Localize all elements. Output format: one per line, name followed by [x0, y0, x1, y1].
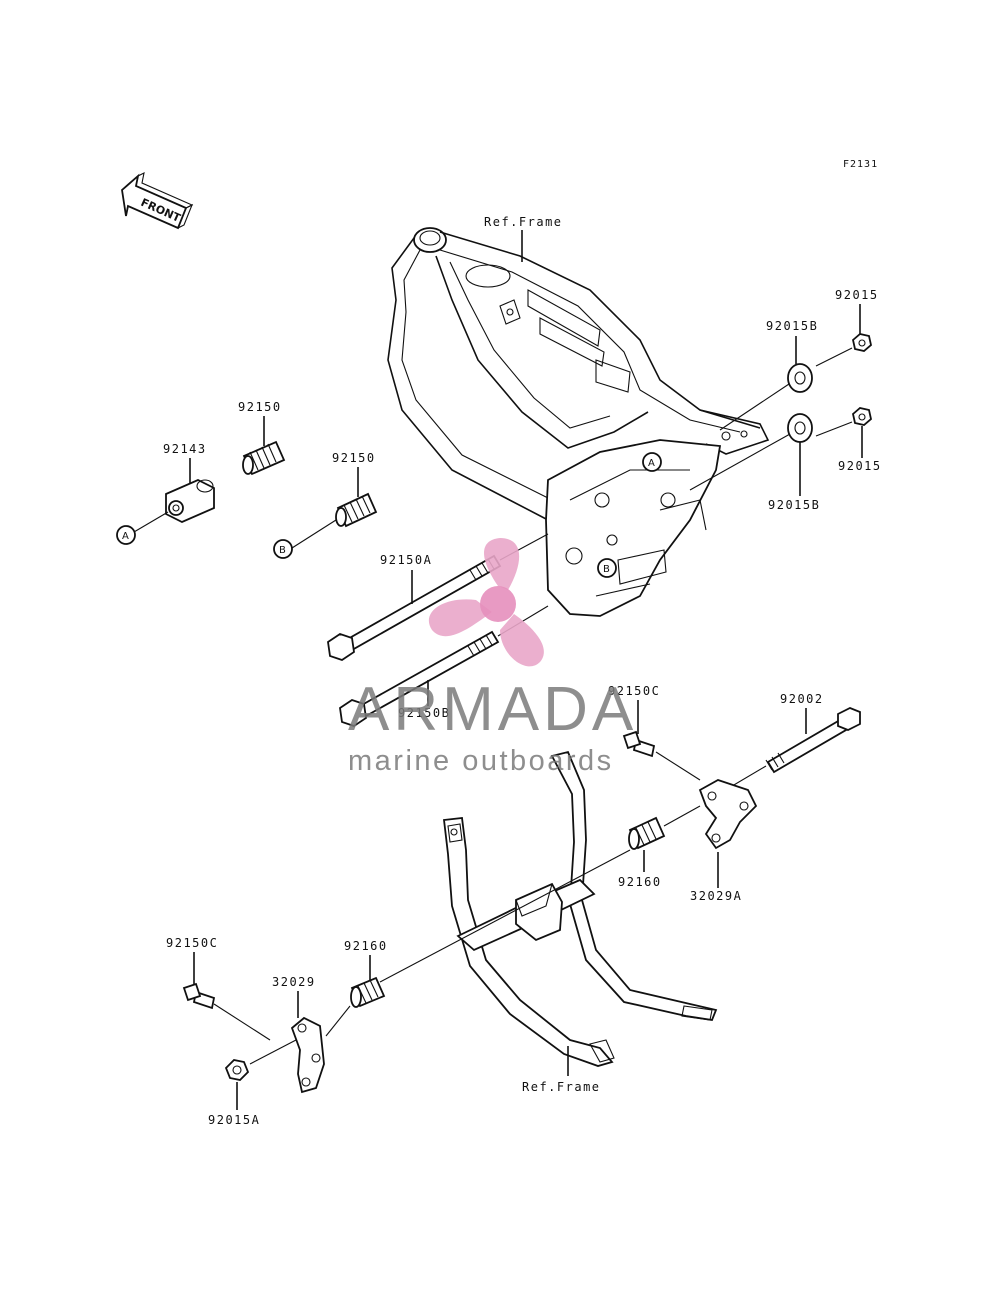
washer-92015b-mid	[787, 413, 813, 443]
label-92143: 92143	[163, 442, 207, 456]
label-92015b-top: 92015B	[766, 319, 818, 333]
bolt-92150c-left	[182, 982, 216, 1010]
label-92160-right: 92160	[618, 875, 662, 889]
bushing-92160-left	[350, 976, 386, 1008]
label-92015-mid: 92015	[838, 459, 882, 473]
label-92015-top: 92015	[835, 288, 879, 302]
label-32029: 32029	[272, 975, 316, 989]
label-92160-left: 92160	[344, 939, 388, 953]
collar-92143	[165, 479, 215, 523]
label-92015b-mid: 92015B	[768, 498, 820, 512]
bracket-32029	[290, 1016, 325, 1094]
callout-a-frame	[642, 452, 662, 472]
damper-92150-b	[335, 492, 378, 528]
nut-92015a	[224, 1059, 250, 1081]
propeller-logo-icon	[428, 538, 544, 667]
svg-text:A: A	[122, 531, 129, 542]
nut-92015-mid	[852, 407, 872, 426]
label-92150c-right: 92150C	[608, 684, 660, 698]
main-frame	[387, 227, 770, 617]
bolt-92002	[765, 707, 861, 774]
washer-92015b-top	[787, 363, 813, 393]
label-32029a: 32029A	[690, 889, 742, 903]
watermark-title: ARMADA	[348, 675, 637, 744]
label-92150c-left: 92150C	[166, 936, 218, 950]
watermark-subtitle: marine outboards	[348, 745, 614, 777]
ref-frame-bottom-label: Ref.Frame	[522, 1080, 601, 1094]
lower-frame	[443, 750, 718, 1067]
callout-b-left	[273, 539, 293, 559]
bracket-32029a	[698, 779, 758, 850]
svg-text:B: B	[279, 545, 286, 556]
bushing-92160-right	[628, 816, 666, 850]
nut-92015-top	[852, 333, 872, 352]
svg-text:B: B	[603, 564, 610, 575]
label-92150-b: 92150	[332, 451, 376, 465]
label-92150a: 92150A	[380, 553, 432, 567]
label-92015a: 92015A	[208, 1113, 260, 1127]
bolt-92150a	[327, 554, 502, 661]
callout-b-frame	[597, 558, 617, 578]
label-92002: 92002	[780, 692, 824, 706]
svg-text:A: A	[648, 458, 655, 469]
label-92150-a: 92150	[238, 400, 282, 414]
armada-watermark: ARMADA marine outboards	[348, 538, 637, 777]
ref-frame-top-label: Ref.Frame	[484, 215, 563, 229]
front-arrow-icon: FRONT	[121, 172, 194, 230]
label-92150b: 92150B	[398, 706, 450, 720]
callout-a-left	[116, 525, 136, 545]
figure-code: F2131	[843, 159, 878, 170]
bolt-92150c-right	[622, 730, 656, 758]
damper-92150-a	[242, 440, 286, 476]
bolt-92150b	[339, 630, 500, 727]
